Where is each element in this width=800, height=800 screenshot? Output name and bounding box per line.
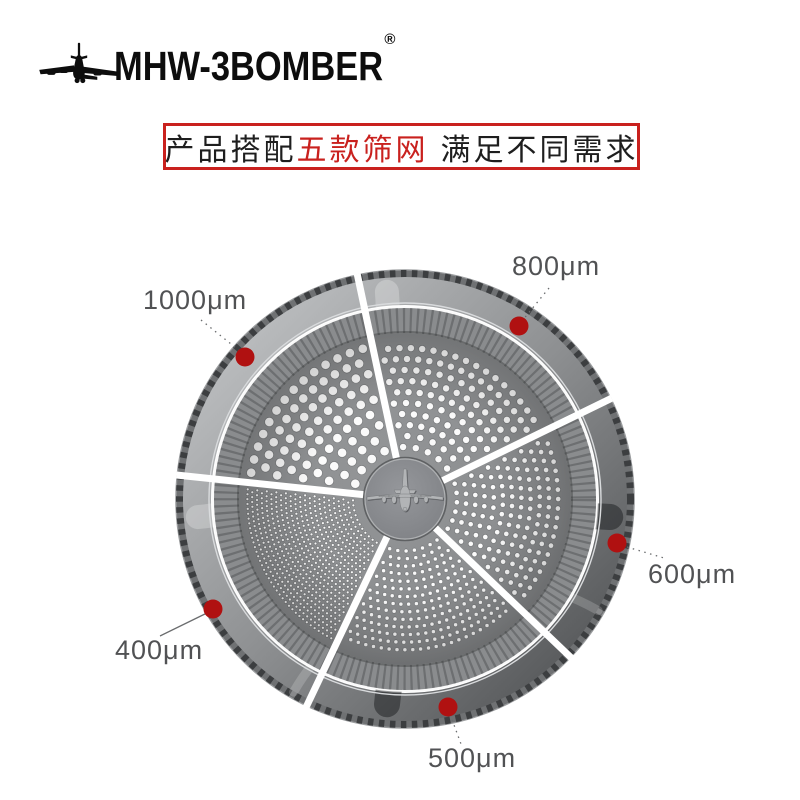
banner-text-suffix: 满足不同需求	[440, 133, 639, 167]
banner-text-highlight: 五款筛网	[296, 133, 429, 167]
bomber-airplane-icon	[39, 42, 119, 84]
brand-logo: MHW-3BOMBER®	[38, 28, 445, 94]
brand-wordmark: MHW-3BOMBER®	[114, 32, 396, 89]
headline-banner: 产品搭配 五款筛网 满足不同需求	[163, 123, 640, 170]
brand-name: MHW-3BOMBER	[114, 42, 384, 89]
size-label-1000um: 1000μm	[143, 285, 248, 315]
registered-trademark-symbol: ®	[384, 30, 396, 48]
size-label-800um: 800μm	[512, 251, 601, 281]
size-label-600um: 600μm	[648, 559, 737, 589]
banner-text-prefix: 产品搭配	[164, 133, 297, 167]
size-label-400um: 400μm	[115, 635, 204, 665]
size-label-500um: 500μm	[428, 743, 517, 773]
